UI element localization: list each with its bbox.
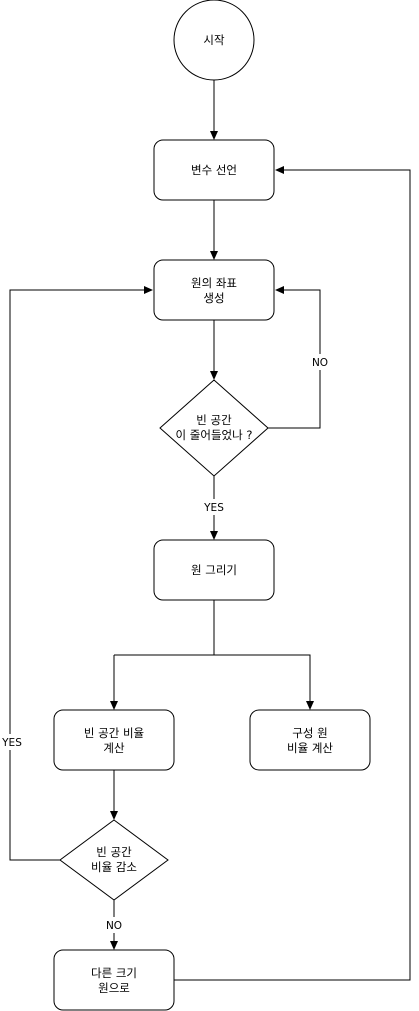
edge-label-bg [102,917,126,933]
start-node [173,0,255,81]
circle-ratio-label-line2: 비율 계산 [287,741,333,755]
start-label: 시작 [203,33,225,47]
edge-label-yes-coords: YES [1,737,22,749]
edge-check-ratio-yes-loop [9,286,153,861]
edge-label-no-other: NO [106,920,122,932]
check-ratio-label-line1: 빈 공간 [96,845,132,859]
edge-draw-split [114,600,215,656]
declare-node [153,139,275,201]
other-size-label-line2: 원으로 [98,981,130,995]
coords-label-line2: 생성 [203,291,224,305]
edge-label-bg [0,734,26,750]
other-size-node [53,949,175,1011]
edge-other-loop-back [174,166,411,981]
edge-label-bg [198,499,230,515]
space-ratio-node [53,709,175,771]
coords-label-line1: 원의 좌표 [191,276,237,290]
check-space-label-line2: 이 줄어들었나 ? [176,428,253,442]
check-ratio-label-line2: 비율 감소 [91,860,137,874]
edge-label-yes-draw: YES [203,502,224,514]
circle-ratio-node [249,709,371,771]
coords-node [153,259,275,321]
check-space-label-line1: 빈 공간 [196,413,232,427]
check-space-decision [159,379,269,477]
space-ratio-label-line1: 빈 공간 비율 [84,726,144,740]
check-ratio-decision [59,819,169,901]
draw-label: 원 그리기 [191,563,237,577]
edge-draw-to-circle-ratio [214,654,314,710]
circle-ratio-label-line1: 구성 원 [292,726,327,740]
edge-label-bg [308,354,332,370]
declare-label: 변수 선언 [191,163,237,177]
draw-node [153,539,275,601]
other-size-label-line1: 다른 크기 [91,966,137,980]
space-ratio-label-line2: 계산 [103,741,125,755]
edge-label-no-coords: NO [312,357,328,369]
